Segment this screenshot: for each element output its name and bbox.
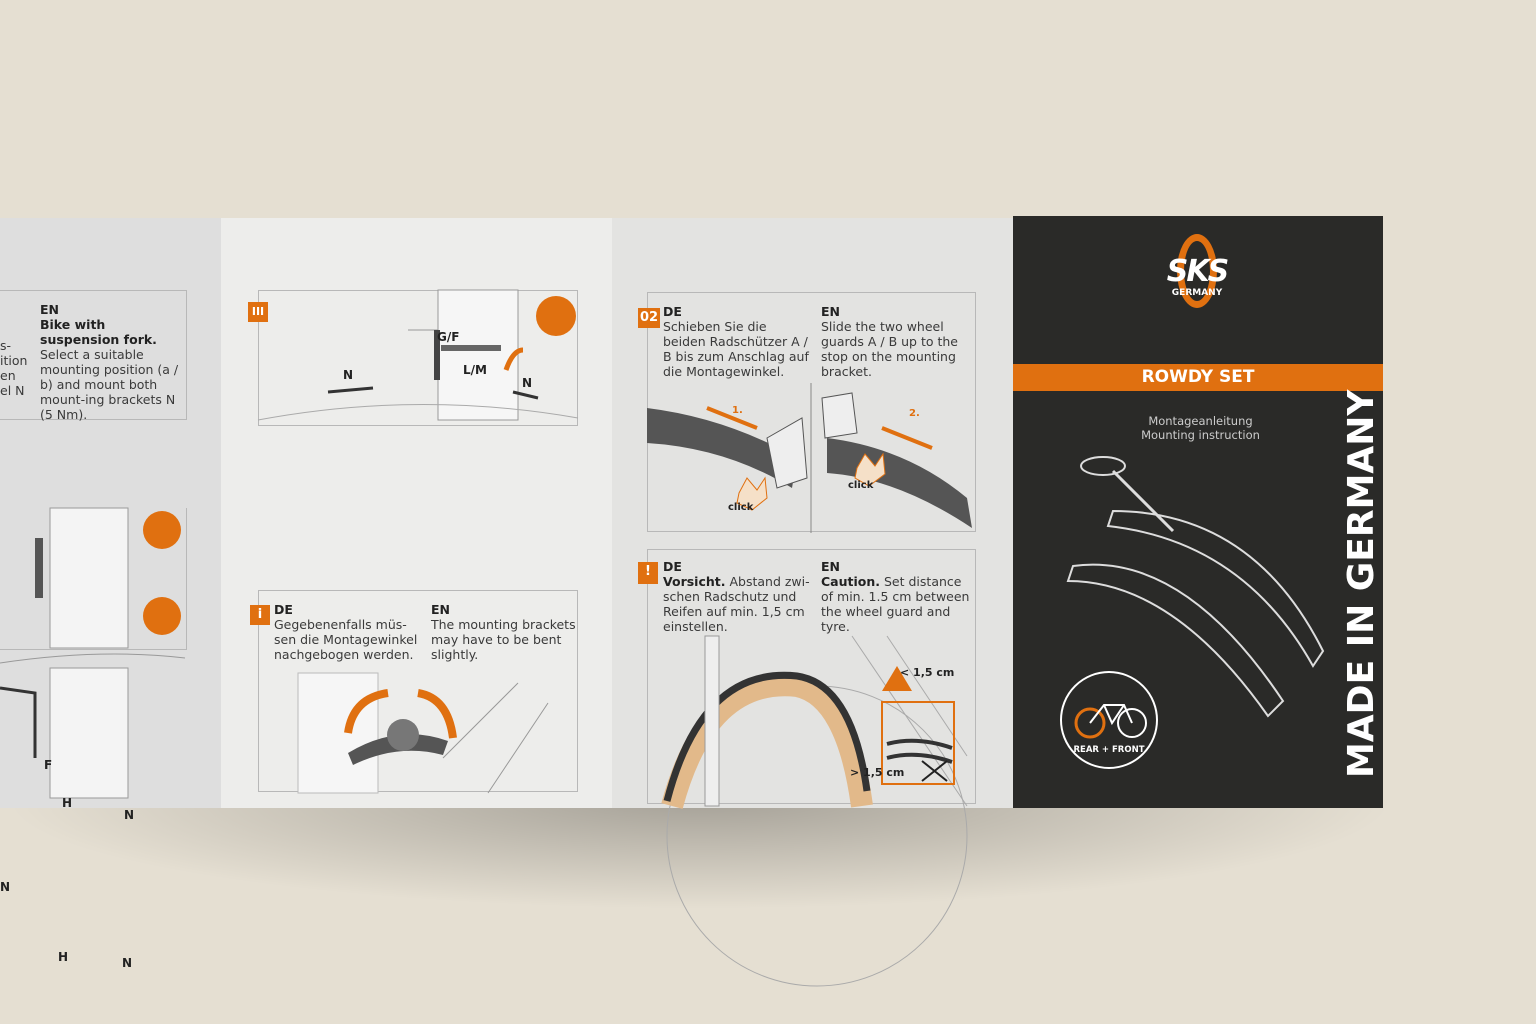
label-f: F [44, 758, 53, 772]
label-n: N [0, 880, 11, 894]
de-text: Abstand zwi-schen Radschutz und Reifen a… [663, 574, 810, 634]
step-badge: 02 [638, 308, 660, 328]
en-title: Bike with suspension fork. [40, 317, 157, 347]
en-text: Select a suitable mounting position (a /… [40, 347, 179, 422]
vertical-text: MADE IN GERMANY [1341, 389, 1382, 779]
leaflet-shadow [0, 800, 1400, 910]
en-text: Slide the two wheel guards A / B up to t… [821, 319, 958, 379]
clearance-illustration [661, 635, 968, 987]
product-name: ROWDY SET [1141, 367, 1255, 387]
badge-label: REAR + FRONT [1073, 745, 1145, 755]
lang-label: EN [821, 559, 841, 574]
de-title: Vorsicht. [663, 574, 726, 589]
bracket-illustration [257, 289, 579, 421]
click-label: click [728, 502, 754, 513]
label-lm: L/M [463, 363, 487, 377]
click-label: click [848, 480, 874, 491]
step-badge: III [248, 302, 268, 322]
fragment: en [0, 368, 16, 383]
made-in-germany: MADE IN GERMANY [1341, 390, 1382, 779]
info-icon: i [250, 605, 270, 625]
fragment: el N [0, 383, 25, 398]
lang-label: DE [663, 304, 682, 319]
fragment: ition [0, 353, 28, 368]
lang-label: EN [821, 304, 841, 319]
illustration-box [0, 508, 187, 650]
logo-text: SKS [1166, 254, 1229, 289]
fork-illustration [0, 507, 186, 799]
label-h: H [62, 796, 73, 810]
instruction-box [0, 290, 187, 420]
subtitle-de: Montageanleitung [1148, 414, 1253, 428]
subtitle-en: Mounting instruction [1141, 428, 1260, 442]
warning-icon: ! [638, 562, 658, 584]
sks-logo: SKS GERMANY [1161, 234, 1233, 308]
fender-illustration [1066, 456, 1325, 718]
label-n: N [343, 368, 354, 382]
lang-label: EN [431, 602, 451, 617]
label-n: N [522, 376, 533, 390]
logo-subtext: GERMANY [1171, 288, 1223, 298]
en-text: The mounting brackets may have to be ben… [431, 617, 576, 662]
de-text: Schieben Sie die beiden Radschützer A / … [663, 319, 809, 379]
lang-label: DE [274, 602, 293, 617]
step-box [258, 290, 578, 426]
label-h: H [58, 950, 69, 964]
de-text: Gegebenenfalls müs-sen die Montagewinkel… [274, 617, 418, 662]
label-n: N [122, 956, 133, 970]
arrow-step-label: 1. [732, 405, 743, 416]
distance-label: > 1,5 cm [850, 766, 905, 779]
info-box [258, 590, 578, 792]
arrow-step-label: 2. [909, 408, 920, 419]
lang-label: EN [40, 302, 60, 317]
lang-label: DE [663, 559, 682, 574]
en-text: Set distance of min. 1.5 cm between the … [821, 574, 970, 634]
bicycle-icon [1074, 704, 1147, 739]
label-gf: G/F [437, 330, 460, 344]
rear-front-badge: REAR + FRONT [1060, 671, 1158, 769]
label-n: N [124, 808, 135, 822]
fragment: s- [0, 338, 12, 353]
min-distance-label: < 1,5 cm [900, 666, 955, 679]
caution-box [647, 549, 976, 804]
product-banner: ROWDY SET [1013, 364, 1383, 391]
bending-illustration [297, 672, 549, 794]
slide-illustration [647, 383, 972, 533]
en-title: Caution. [821, 574, 881, 589]
